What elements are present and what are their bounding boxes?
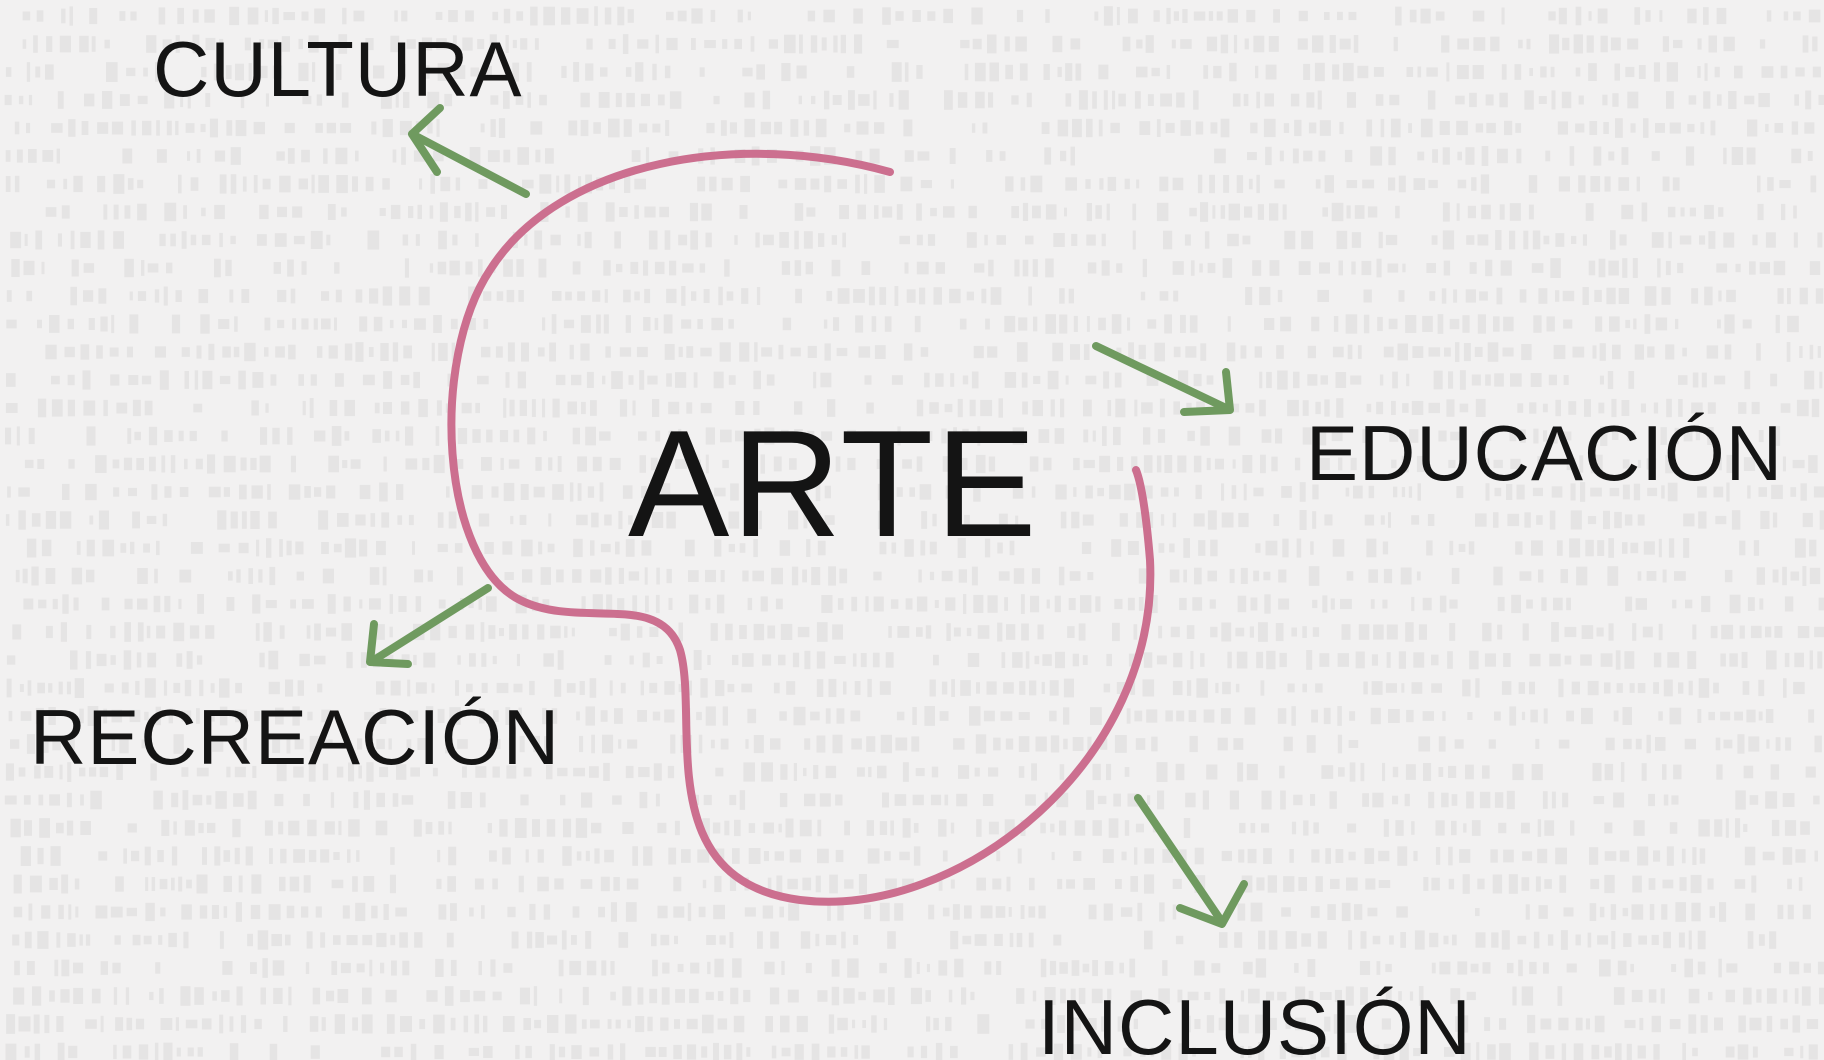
concept-label-educacion: EDUCACIÓN — [1306, 409, 1784, 497]
arrow-to-inclusion — [1134, 794, 1248, 928]
arrow-to-recreacion — [366, 584, 492, 668]
arte-swirl-stroke — [447, 149, 1155, 906]
concept-label-recreacion: RECREACIÓN — [30, 693, 561, 781]
texture-glyphs — [4, 6, 1824, 1060]
concept-label-cultura: CULTURA — [153, 25, 523, 113]
concept-label-inclusion: INCLUSIÓN — [1038, 983, 1472, 1060]
arrow-to-educacion — [1092, 342, 1234, 416]
arrow-to-cultura — [408, 104, 530, 198]
center-label-arte: ARTE — [628, 399, 1039, 569]
